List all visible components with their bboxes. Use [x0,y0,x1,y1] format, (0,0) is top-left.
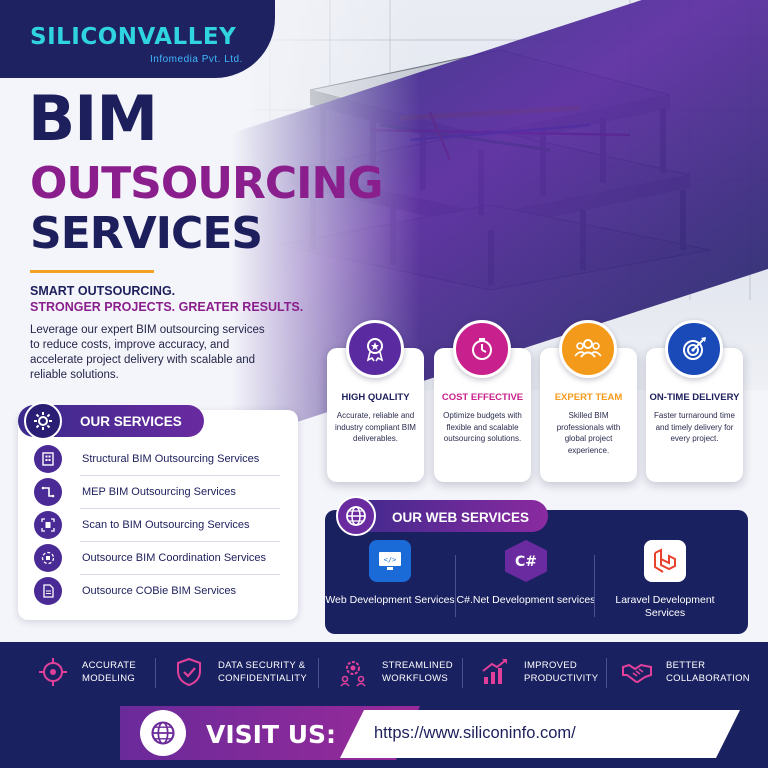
stopwatch-icon [453,320,511,378]
benefit-improved-productivity: IMPROVED PRODUCTIVITY [478,655,598,689]
team-icon [559,320,617,378]
benefit-better-collaboration: BETTER COLLABORATION [620,655,750,689]
url-box [340,710,740,758]
service-label: Outsource BIM Coordination Services [82,552,267,564]
service-item-scan[interactable]: Scan to BIM Outsourcing Services [34,508,282,542]
divider [80,475,280,476]
benefit-label-line1: IMPROVED [524,660,578,671]
web-services-title: OUR WEB SERVICES [392,510,530,525]
service-item-mep[interactable]: MEP BIM Outsourcing Services [34,475,282,509]
benefit-label-line2: CONFIDENTIALITY [218,673,307,684]
divider [80,574,280,575]
benefit-label-line2: COLLABORATION [666,673,750,684]
visit-us-label: VISIT US: [206,720,337,749]
service-item-coordination[interactable]: Outsource BIM Coordination Services [34,541,282,575]
feature-desc: Skilled BIM professionals with global pr… [556,411,621,455]
scan-building-icon [34,511,62,539]
benefit-label-line1: ACCURATE [82,660,136,671]
web-service-label: Web Development Services [325,594,455,606]
company-logo: SILICONVALLEY [30,24,237,50]
handshake-icon [620,655,654,689]
benefit-label-line1: STREAMLINED [382,660,453,671]
benefits-bar [0,642,768,702]
monitor-code-icon: </> [369,540,411,582]
feature-desc: Accurate, reliable and industry complian… [335,411,416,443]
company-logo-subtitle: Infomedia Pvt. Ltd. [150,54,243,65]
divider [80,541,280,542]
feature-title: COST EFFECTIVE [441,392,524,403]
globe-icon [336,496,376,536]
web-service-csharp[interactable]: C# C#.Net Development services [456,540,596,607]
service-label: MEP BIM Outsourcing Services [82,486,236,498]
feature-title: HIGH QUALITY [341,392,410,403]
benefit-accurate-modeling: ACCURATE MODELING [36,655,136,689]
title-underline [30,270,154,273]
svg-text:</>: </> [384,556,397,564]
feature-desc: Optimize budgets with flexible and scala… [443,411,522,443]
benefit-data-security: DATA SECURITY & CONFIDENTIALITY [172,655,307,689]
gear-people-icon [336,655,370,689]
benefit-label-line2: WORKFLOWS [382,673,449,684]
divider [80,508,280,509]
benefit-label-line2: MODELING [82,673,136,684]
growth-chart-icon [478,655,512,689]
benefit-label-line1: BETTER [666,660,706,671]
divider [462,658,463,688]
hero-title-line3: SERVICES [30,208,263,259]
feature-title: EXPERT TEAM [554,392,623,403]
services-title: OUR SERVICES [80,414,182,429]
intro-paragraph: Leverage our expert BIM outsourcing serv… [30,324,265,381]
coordination-icon [34,544,62,572]
target-icon [665,320,723,378]
svg-text:C#: C# [515,554,537,570]
benefit-label-line1: DATA SECURITY & [218,660,306,671]
award-icon [346,320,404,378]
building-icon [34,445,62,473]
web-service-label: Laravel Development Services [615,594,715,619]
services-panel [18,410,298,620]
laravel-icon [644,540,686,582]
benefit-streamlined-workflows: STREAMLINED WORKFLOWS [336,655,453,689]
hero-title-line2: OUTSOURCING [30,158,383,209]
benefit-label-line2: PRODUCTIVITY [524,673,599,684]
feature-title: ON-TIME DELIVERY [649,392,740,403]
divider [594,555,595,617]
feature-desc: Faster turnaround time and timely delive… [654,411,735,443]
web-service-label: C#.Net Development services [456,594,596,606]
service-label: Scan to BIM Outsourcing Services [82,519,250,531]
divider [455,555,456,617]
divider [318,658,319,688]
tagline-secondary: STRONGER PROJECTS. GREATER RESULTS. [30,300,304,314]
divider [155,658,156,688]
service-item-structural[interactable]: Structural BIM Outsourcing Services [34,442,282,476]
web-service-web-development[interactable]: </> Web Development Services [320,540,460,607]
service-label: Outsource COBie BIM Services [82,585,237,597]
divider [606,658,607,688]
web-service-laravel[interactable]: Laravel Development Services [595,540,735,620]
service-label: Structural BIM Outsourcing Services [82,453,260,465]
feature-card-high-quality: HIGH QUALITY Accurate, reliable and indu… [327,348,424,482]
service-item-cobie[interactable]: Outsource COBie BIM Services [34,574,282,608]
services-gear-icon [24,402,62,440]
shield-check-icon [172,655,206,689]
document-icon [34,577,62,605]
website-link[interactable]: https://www.siliconinfo.com/ [374,724,576,742]
csharp-icon: C# [505,540,547,582]
tagline-primary: SMART OUTSOURCING. [30,284,176,298]
pipes-icon [34,478,62,506]
logo-box [0,0,275,78]
globe-icon [140,710,186,756]
hero-title-line1: BIM [28,82,158,155]
crosshair-icon [36,655,70,689]
